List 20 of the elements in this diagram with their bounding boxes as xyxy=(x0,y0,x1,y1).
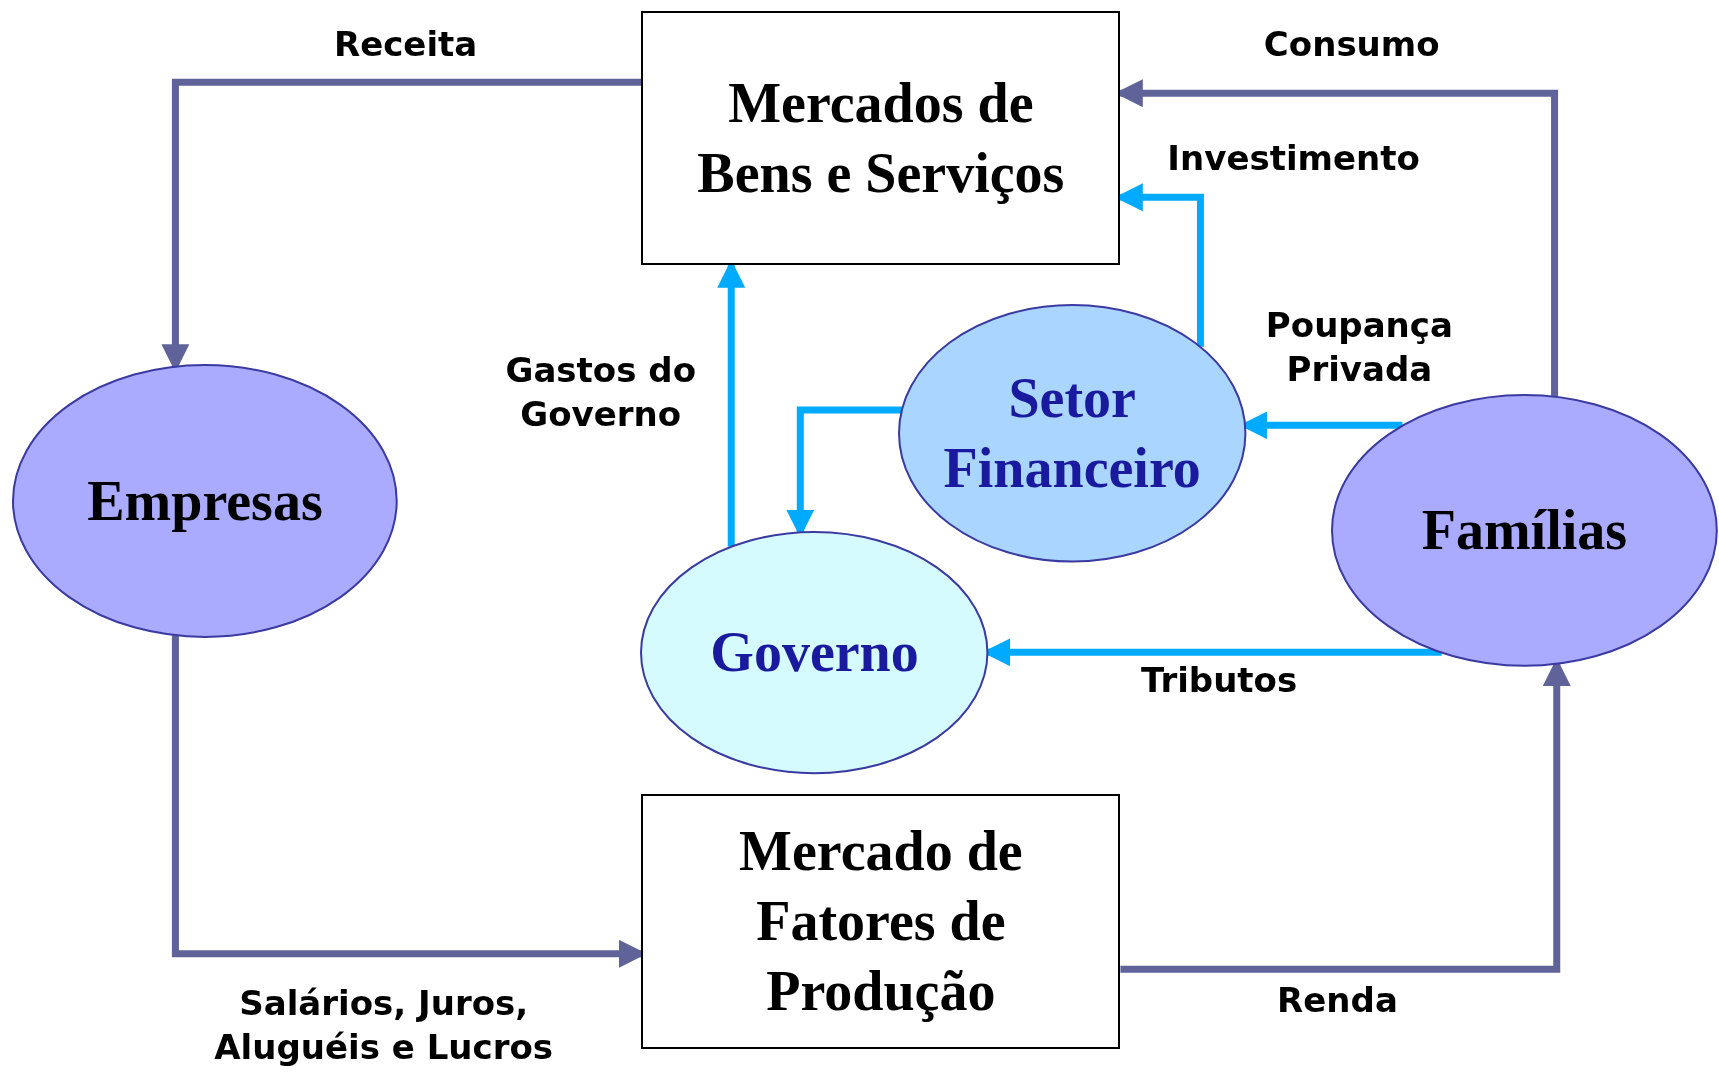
node-text: Governo xyxy=(709,620,920,686)
edge-label: Tributos xyxy=(1140,658,1298,702)
node-text: Mercados de Bens e Serviços xyxy=(696,71,1066,207)
edge-label: Salários, Juros, Aluguéis e Lucros xyxy=(213,982,555,1070)
edge-label: Renda xyxy=(1277,978,1398,1022)
node-text: Setor Financeiro xyxy=(942,366,1202,502)
edge-label: Investimento xyxy=(1167,136,1420,180)
node-text: Mercado de Fatores de Produção xyxy=(738,819,1024,1025)
ellipse-node xyxy=(13,365,397,637)
node-text: Famílias xyxy=(1420,498,1629,564)
process-box xyxy=(641,10,1121,266)
process-box xyxy=(641,793,1121,1050)
node-text: Empresas xyxy=(86,469,324,534)
edge-label: Consumo xyxy=(1263,22,1440,66)
ellipse-node xyxy=(898,304,1246,562)
edge-label: Gastos do Governo xyxy=(504,348,697,436)
ellipse-node xyxy=(641,531,988,773)
ellipse-node xyxy=(1332,394,1717,666)
edge-label: Poupança Privada xyxy=(1264,303,1454,391)
edge-label: Receita xyxy=(333,22,478,66)
